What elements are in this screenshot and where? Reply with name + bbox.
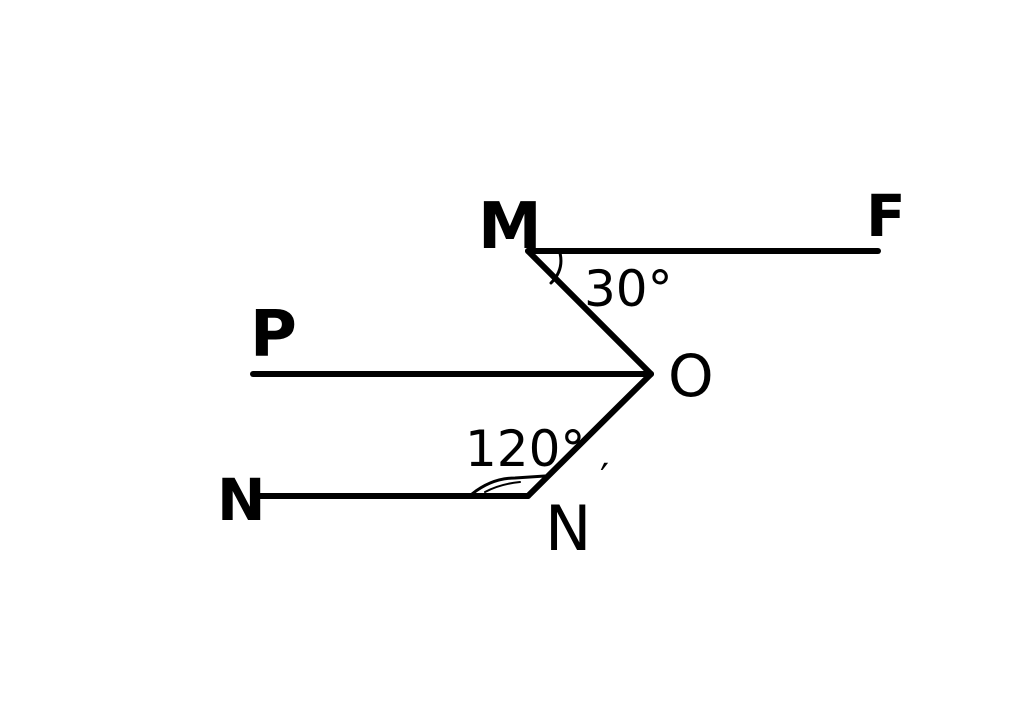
label-n: N (217, 466, 266, 534)
label-prime-mark: ′ (600, 456, 609, 502)
segment-on-prime (525, 371, 654, 499)
label-o: O (668, 342, 714, 410)
angle-arc-n-prime-fill (484, 481, 521, 493)
angle-arc-m (549, 251, 563, 285)
label-n-prime: N (545, 492, 591, 565)
angle-arc-n-prime (470, 474, 547, 496)
label-m: M (478, 190, 542, 264)
segment-mo (525, 248, 654, 377)
angle-label-30: 30° (584, 260, 673, 318)
label-p: P (250, 298, 297, 372)
angle-label-120: 120° (465, 420, 585, 478)
label-f: F (866, 182, 906, 250)
